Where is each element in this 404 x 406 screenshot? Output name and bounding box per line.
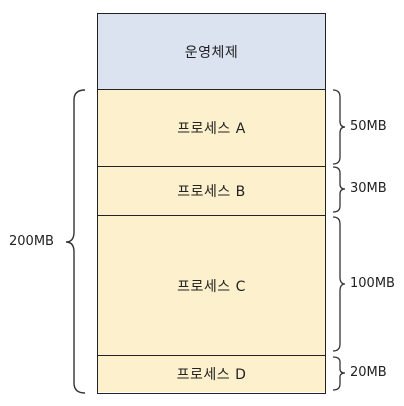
size-brace-b (332, 166, 346, 213)
process-a-block: 프로세스 A (98, 89, 325, 166)
process-c-block: 프로세스 C (98, 215, 325, 355)
process-b-block: 프로세스 B (98, 166, 325, 215)
process-a-size: 50MB (350, 119, 387, 134)
memory-stack: 운영체제 프로세스 A 프로세스 B 프로세스 C 프로세스 D (97, 13, 326, 394)
size-brace-d (332, 356, 346, 391)
total-brace (65, 89, 86, 394)
process-b-label: 프로세스 B (177, 184, 246, 200)
size-brace-a (332, 89, 346, 165)
process-a-label: 프로세스 A (177, 121, 246, 137)
process-d-size: 20MB (350, 365, 387, 380)
process-b-size: 30MB (350, 181, 387, 196)
os-label: 운영체제 (184, 44, 239, 61)
size-brace-c (332, 216, 346, 352)
total-size-label: 200MB (9, 234, 54, 249)
os-block: 운영체제 (98, 14, 325, 89)
process-d-block: 프로세스 D (98, 355, 325, 392)
process-d-label: 프로세스 D (176, 367, 247, 383)
process-c-label: 프로세스 C (177, 278, 246, 295)
process-c-size: 100MB (350, 276, 395, 291)
